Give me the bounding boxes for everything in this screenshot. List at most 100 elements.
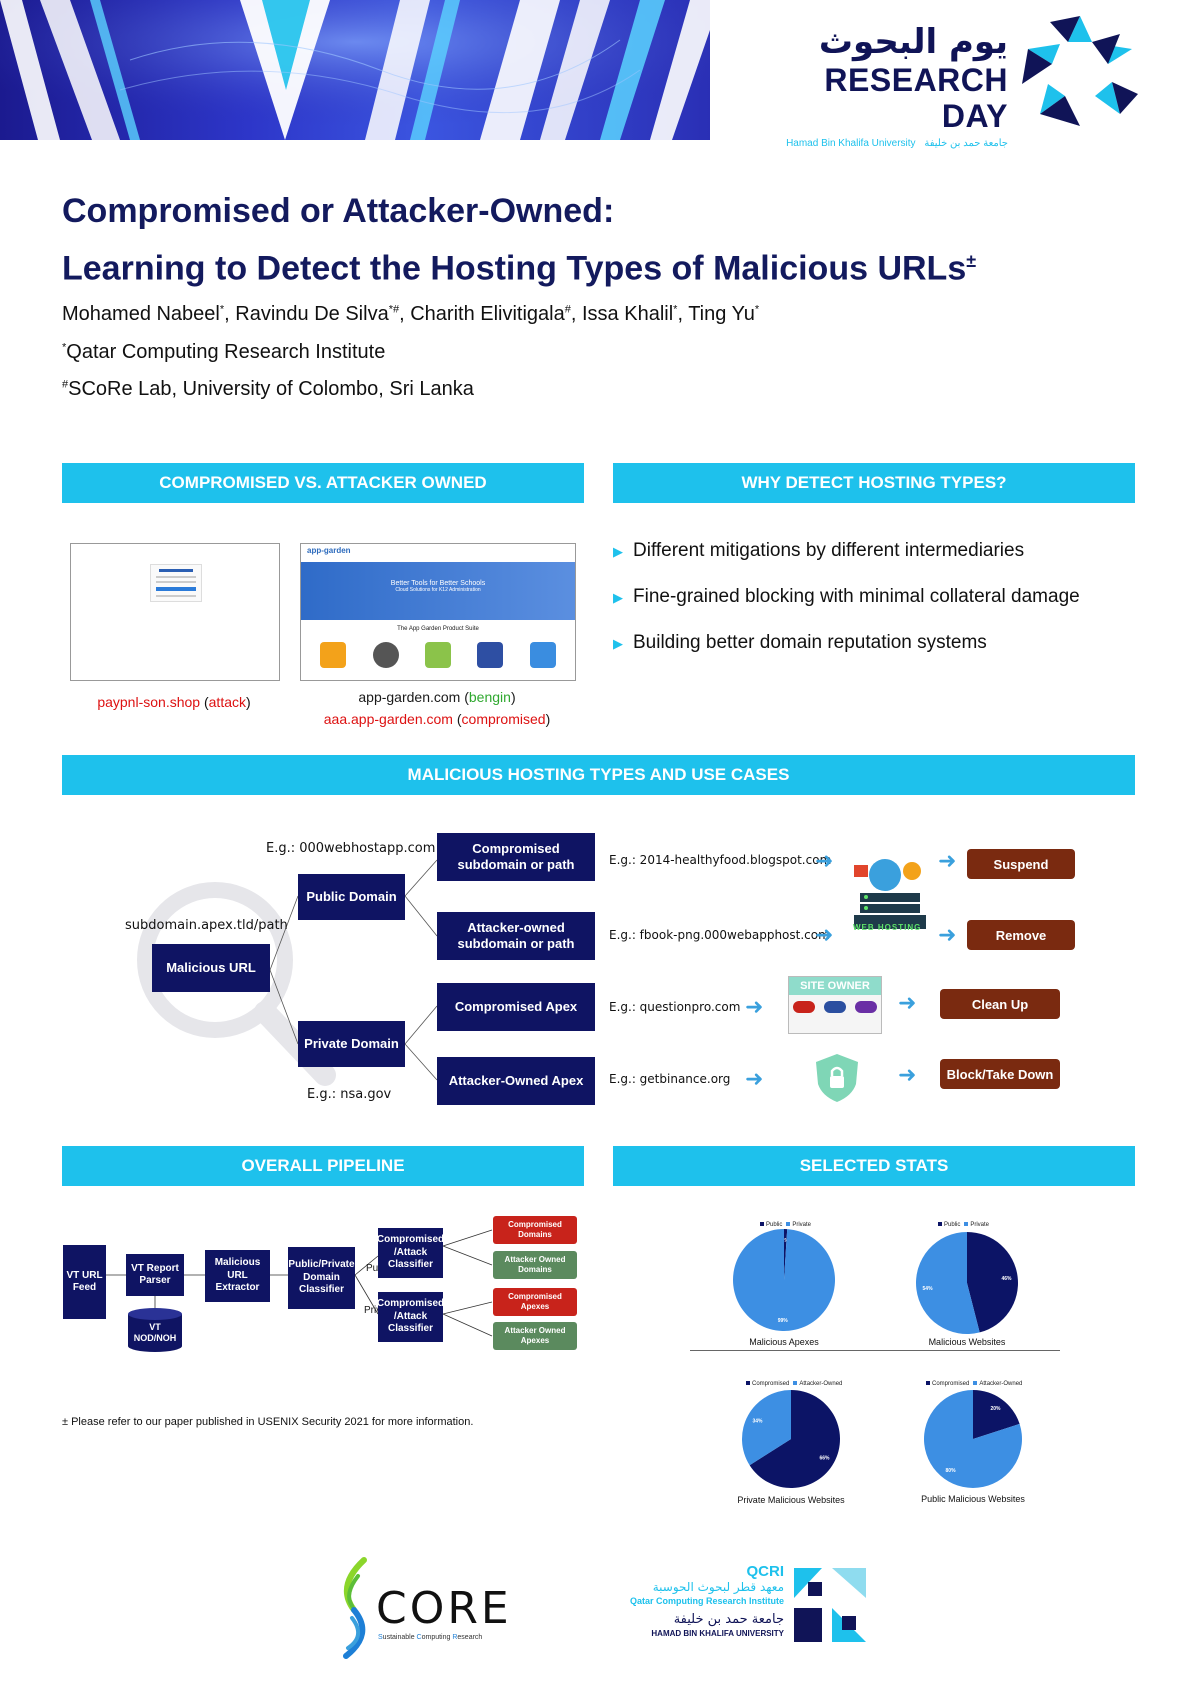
core-sub-part: C <box>416 1634 422 1641</box>
leaf-example: E.g.: 2014-healthyfood.blogspot.com <box>609 853 832 867</box>
hbku-english: HAMAD BIN KHALIFA UNIVERSITY <box>651 1629 784 1638</box>
leaf-example: E.g.: fbook-png.000webapphost.com <box>609 928 830 942</box>
caption-tag: bengin <box>468 689 511 705</box>
legend-label: Compromised <box>752 1381 790 1387</box>
pie-caption: Public Malicious Websites <box>921 1494 1025 1504</box>
title-footnote-mark: ± <box>966 251 977 271</box>
qcri-mark-icon <box>794 1568 866 1642</box>
database-label: VT NOD/NOH <box>133 1322 177 1343</box>
legend-swatch <box>760 1222 764 1226</box>
node-attacker-subdomain: Attacker-owned subdomain or path <box>437 912 595 960</box>
pie-slice-attacker-owned <box>742 1390 791 1466</box>
core-swirl-icon <box>343 1557 367 1659</box>
bullet-item: ▶Building better domain reputation syste… <box>613 632 987 654</box>
bus-icon <box>320 642 347 668</box>
pie-caption: Private Malicious Websites <box>737 1495 845 1505</box>
app-garden-hero: Better Tools for Better Schools Cloud So… <box>301 562 575 620</box>
section-heading-pipeline: OVERALL PIPELINE <box>62 1146 584 1186</box>
arrow-right-icon: ➜ <box>938 922 957 947</box>
legend-label: Public <box>944 1222 961 1228</box>
pipeline-output: Attacker Owned Domains <box>493 1251 577 1279</box>
affiliation-mark: * <box>62 341 67 354</box>
qcri-english: Qatar Computing Research Institute <box>629 1596 784 1606</box>
app-garden-brand: app-garden <box>307 546 351 555</box>
helmet-icon <box>372 642 399 668</box>
core-logo-text: CORE <box>376 1583 512 1634</box>
core-sub-part: ustainable <box>382 1634 417 1641</box>
header-banner <box>0 0 710 140</box>
screenshot-phishing <box>70 543 280 681</box>
pie-slice-attacker-owned <box>924 1390 1023 1488</box>
hosting-tree-connectors <box>269 859 438 1081</box>
author: Ting Yu <box>688 303 755 325</box>
leaf-example: E.g.: questionpro.com <box>609 1000 741 1014</box>
bullet-item: ▶ Fine-grained blocking with minimal coll… <box>613 586 1080 608</box>
brand-logo-icon <box>854 1001 877 1013</box>
arrow-right-icon: ➜ <box>815 848 834 873</box>
legend-swatch <box>746 1381 750 1385</box>
pipeline-connectors <box>106 1229 493 1337</box>
caption-domain: app-garden.com <box>358 689 461 705</box>
pipeline-url-extractor: Malicious URL Extractor <box>205 1250 270 1302</box>
arrow-right-icon: ➜ <box>745 994 764 1019</box>
author-mark: *# <box>388 303 400 316</box>
qcri-logo-text: QCRI معهد قطر لبحوث الحوسبة Qatar Comput… <box>612 1563 784 1639</box>
pie-slice-private <box>733 1229 836 1331</box>
pie-data-label: 80% <box>946 1468 957 1474</box>
pipeline-attack-classifier: Compromised /Attack Classifier <box>377 1228 444 1278</box>
people-icon <box>424 642 451 668</box>
core-sub-part: R <box>452 1634 458 1641</box>
form-icon <box>529 642 556 668</box>
research-day-logo: يوم البحوث RESEARCH DAY Hamad Bin Khalif… <box>768 22 1008 149</box>
author-mark: * <box>219 303 225 316</box>
node-malicious-url: Malicious URL <box>152 944 270 992</box>
bullet-text: Fine-grained blocking with minimal colla… <box>633 586 1080 607</box>
legend-swatch <box>964 1222 969 1226</box>
action-block-take-down: Block/Take Down <box>940 1059 1060 1089</box>
pipeline-domain-classifier: Public/Private Domain Classifier <box>288 1247 355 1309</box>
hero-text: Better Tools for Better Schools <box>390 580 486 587</box>
core-sub-part: omputing <box>421 1634 453 1641</box>
affiliation: #SCoRe Lab, University of Colombo, Sri L… <box>62 378 474 401</box>
brand-logo-icon <box>793 1001 816 1013</box>
author-mark: # <box>564 303 571 316</box>
pie-data-label: 54% <box>923 1286 934 1292</box>
core-sub-part: esearch <box>457 1634 483 1641</box>
section-heading-why: WHY DETECT HOSTING TYPES? <box>613 463 1135 503</box>
triangle-bullet-icon: ▶ <box>613 544 623 559</box>
pie-slice-private <box>915 1232 980 1334</box>
action-clean-up: Clean Up <box>940 989 1060 1019</box>
legend-swatch <box>793 1381 798 1385</box>
affiliation-mark: # <box>62 378 69 391</box>
pipeline-output: Attacker Owned Apexes <box>493 1322 577 1350</box>
arrow-right-icon: ➜ <box>938 848 957 873</box>
pipeline-database-icon: VT NOD/NOH <box>128 1308 182 1352</box>
author-mark: * <box>673 303 678 316</box>
university-en: Hamad Bin Khalifa University <box>786 138 916 149</box>
pipeline-attack-classifier: Compromised /Attack Classifier <box>377 1292 444 1342</box>
pie-slice-public <box>784 1229 788 1280</box>
pie-caption: Malicious Apexes <box>749 1337 819 1347</box>
legend-swatch <box>926 1381 930 1385</box>
affiliation-name: Qatar Computing Research Institute <box>66 341 386 363</box>
pie-data-label: 1% <box>782 1238 790 1244</box>
caption-tag: compromised <box>461 711 546 727</box>
title-line-1: Compromised or Attacker-Owned: <box>62 192 615 230</box>
arrow-right-icon: ➜ <box>898 1062 917 1087</box>
web-hosting-illustration <box>854 859 926 929</box>
pie-caption: Malicious Websites <box>928 1337 1006 1347</box>
event-title: RESEARCH DAY <box>824 62 1008 134</box>
legend-swatch <box>973 1381 978 1385</box>
app-icons <box>301 642 575 668</box>
research-day-star-icon <box>1022 16 1138 126</box>
private-example: E.g.: nsa.gov <box>307 1087 392 1102</box>
footnote: ± Please refer to our paper published in… <box>62 1416 474 1428</box>
screenshot-app-garden: app-garden Better Tools for Better Schoo… <box>300 543 576 681</box>
triangle-bullet-icon: ▶ <box>613 590 623 605</box>
triangle-bullet-icon: ▶ <box>613 636 623 651</box>
site-owner-illustration: SITE OWNER <box>788 976 882 1034</box>
suite-text: The App Garden Product Suite <box>397 626 479 632</box>
